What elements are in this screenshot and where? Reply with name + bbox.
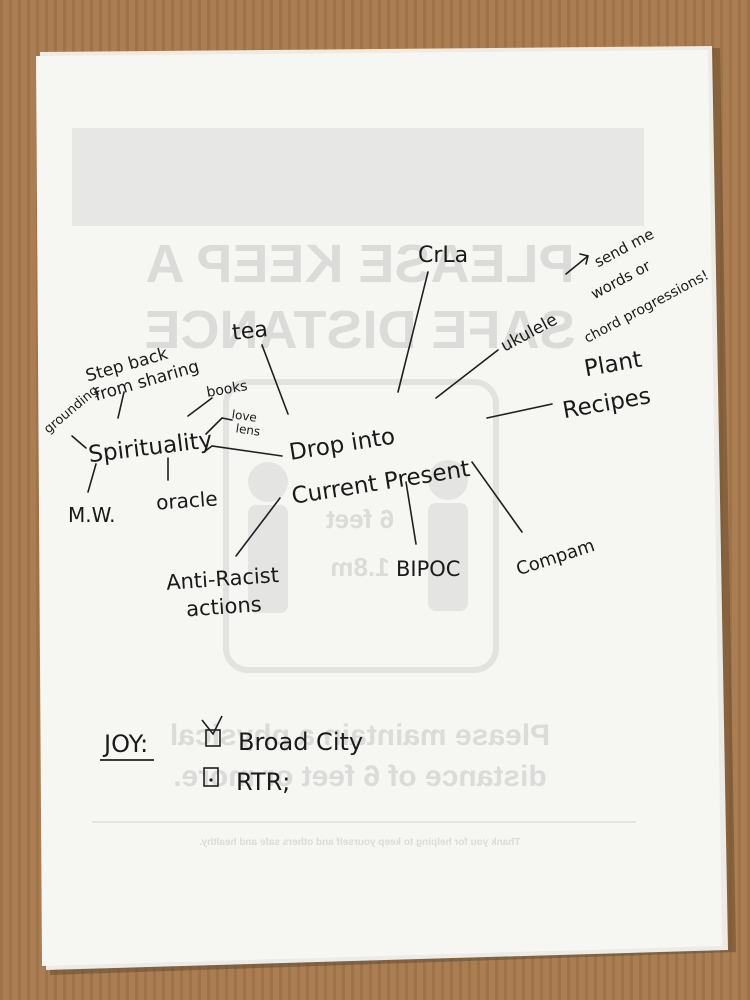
bleed-banner: [72, 128, 644, 226]
connector-spirituality: [203, 445, 283, 457]
bleed-distance-ft: 6 feet: [326, 504, 394, 534]
connector-books: [187, 397, 213, 417]
connector-love-lens: [205, 417, 233, 435]
node-books: books: [205, 378, 249, 401]
bleed-frame: [223, 379, 499, 673]
connector-bipoc: [405, 481, 417, 545]
connector-ukulele: [435, 349, 499, 399]
joy-item-2: RTR;: [203, 767, 290, 796]
arrow-send: [565, 253, 589, 275]
check-mark-icon: [201, 715, 223, 736]
node-oracle: oracle: [155, 486, 218, 514]
joy-section: JOY: Broad City RTR;: [100, 715, 363, 796]
connector-grounding: [71, 435, 87, 449]
paper-sheet: [36, 50, 722, 966]
connector-compam: [471, 461, 523, 533]
connector-anti: [235, 497, 281, 557]
bleed-footer-2: distance of 6 feet or more.: [173, 760, 546, 793]
bleed-footer-1: Please maintain a physical: [170, 719, 550, 752]
checkbox-rtr[interactable]: [203, 767, 219, 787]
node-tea: tea: [231, 317, 269, 346]
mindmap-connectors: [71, 253, 589, 557]
bleed-figure-right: [428, 460, 468, 611]
node-love-1: love: [231, 407, 258, 424]
node-anti-2: actions: [185, 592, 262, 621]
bleed-heading-1: PLEASE KEEP A: [145, 234, 574, 294]
checkbox-broad-city[interactable]: [205, 729, 221, 747]
connector-tea: [261, 344, 289, 415]
joy-item-1: Broad City: [201, 715, 363, 756]
bleed-fine-print: Thank you for helping to keep yourself a…: [199, 837, 520, 848]
node-love-2: lens: [235, 421, 261, 438]
joy-item-2-text: RTR;: [236, 768, 290, 796]
bleed-distance-m: 1.8m: [330, 552, 389, 582]
connector-step-back: [117, 391, 125, 419]
node-bipoc: BIPOC: [396, 557, 460, 581]
bleed-through-sign: PLEASE KEEP A SAFE DISTANCE 6 feet 1.8m …: [72, 128, 644, 848]
joy-label: JOY:: [102, 730, 148, 758]
connector-mw: [87, 463, 97, 493]
node-crla: CrLa: [418, 243, 468, 268]
checkbox-dot-icon: [209, 778, 213, 782]
connector-plant: [486, 403, 553, 419]
node-mw: M.W.: [68, 503, 115, 527]
connector-crla: [397, 271, 429, 393]
bleed-heading-2: SAFE DISTANCE: [144, 300, 575, 360]
bleed-figure-left: [248, 462, 288, 613]
joy-item-1-text: Broad City: [238, 728, 363, 756]
